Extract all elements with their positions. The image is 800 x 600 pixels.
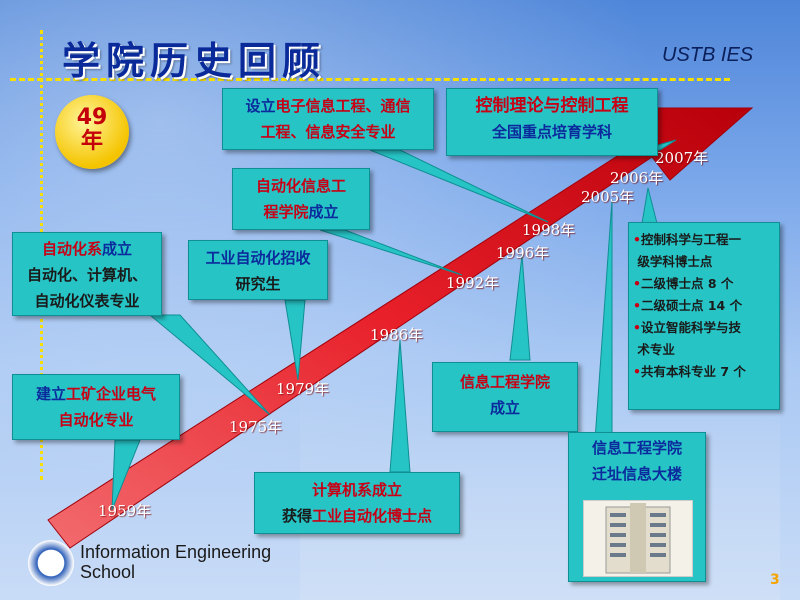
callout-1996-line1: 信息工程学院 (459, 373, 550, 391)
callout-2005-line2: 迁址信息大楼 (591, 465, 682, 483)
dev-item: •控制科学与工程一 (633, 232, 742, 247)
callout-1986: 计算机系成立 获得工业自动化博士点 (254, 472, 460, 534)
pointer-1979 (284, 299, 306, 381)
year-1986: 1986年 (370, 326, 424, 344)
dev-item: 术专业 (637, 342, 675, 357)
callout-1975-majors2: 自动化仪表专业 (34, 292, 140, 310)
year-1996: 1996年 (496, 244, 550, 262)
year-1992: 1992年 (446, 274, 500, 292)
dev-item: •设立智能科学与技 (633, 320, 742, 335)
badge-number: 49 (76, 105, 108, 130)
pointer-2005 (594, 199, 613, 441)
callout-1959-major: 工矿企业电气 (66, 385, 157, 403)
callout-1986-line1: 计算机系成立 (311, 481, 402, 499)
year-2007: 2007年 (655, 149, 709, 167)
pointer-1986 (389, 339, 411, 473)
dev-item: •共有本科专业 7 个 (633, 364, 746, 379)
callout-1975-majors1: 自动化、计算机、 (26, 266, 147, 284)
dev-item: 级学科博士点 (637, 254, 713, 269)
dev-item: •二级博士点 8 个 (633, 276, 734, 291)
footer-school-name: Information Engineering School (80, 542, 271, 582)
footer-line1: Information Engineering (80, 542, 272, 562)
callout-1992: 自动化信息工 程学院成立 (232, 168, 370, 230)
year-2006: 2006年 (610, 169, 664, 187)
footer-line2: School (80, 562, 136, 582)
callout-1998-verb: 设立 (245, 97, 276, 115)
year-1959: 1959年 (98, 502, 152, 520)
badge-unit: 年 (80, 129, 103, 154)
years-badge: 49 年 (55, 95, 129, 169)
callout-1979-line2: 研究生 (235, 275, 281, 293)
callout-1975: 自动化系成立 自动化、计算机、 自动化仪表专业 (12, 232, 162, 316)
callout-1998-majors2: 工程、信息安全专业 (260, 123, 396, 141)
pointer-1959 (111, 439, 141, 511)
org-label: USTB IES (662, 44, 754, 66)
page-number: 3 (770, 572, 780, 588)
callout-1992-line2: 程学院 (263, 203, 309, 221)
callout-1975-dept: 自动化系 (41, 240, 102, 258)
pointer-1996 (509, 254, 531, 361)
year-1979: 1979年 (276, 380, 330, 398)
building-photo (583, 500, 693, 577)
year-1998: 1998年 (522, 221, 576, 239)
callout-1979-line1: 工业自动化招收 (205, 249, 311, 267)
callout-1959-verb: 建立 (35, 385, 66, 403)
callout-1959: 建立工矿企业电气 自动化专业 (12, 374, 180, 440)
year-2005: 2005年 (581, 188, 635, 206)
callout-1992-line1: 自动化信息工 (255, 177, 346, 195)
callout-2007-line2: 全国重点培育学科 (491, 123, 612, 141)
callout-1996: 信息工程学院 成立 (432, 362, 578, 432)
pointer-1992 (319, 229, 463, 276)
dev-item: •二级硕士点 14 个 (633, 298, 743, 313)
callout-1998-majors1: 电子信息工程、通信 (275, 97, 411, 115)
callout-2007: 控制理论与控制工程 全国重点培育学科 (446, 88, 658, 156)
callout-1975-status: 成立 (102, 240, 133, 258)
callout-1959-major2: 自动化专业 (58, 411, 134, 429)
callout-1986-verb: 获得 (281, 507, 312, 525)
school-logo-icon (28, 540, 74, 586)
callout-1992-status: 成立 (308, 203, 339, 221)
slide-title: 学院历史回顾 (62, 38, 327, 83)
callout-1986-doctoral: 工业自动化博士点 (312, 507, 433, 525)
pointer-1998 (369, 149, 549, 223)
callout-2007-line1: 控制理论与控制工程 (475, 96, 629, 116)
developments-list: •控制科学与工程一 级学科博士点 •二级博士点 8 个 •二级硕士点 14 个 … (628, 222, 780, 410)
callout-1998: 设立电子信息工程、通信 工程、信息安全专业 (222, 88, 434, 150)
callout-2005-line1: 信息工程学院 (591, 439, 682, 457)
decor-title-line (10, 78, 730, 81)
callout-1996-status: 成立 (489, 399, 520, 417)
callout-1979: 工业自动化招收 研究生 (188, 240, 328, 300)
year-1975: 1975年 (229, 418, 283, 436)
pointer-1975 (148, 314, 271, 416)
